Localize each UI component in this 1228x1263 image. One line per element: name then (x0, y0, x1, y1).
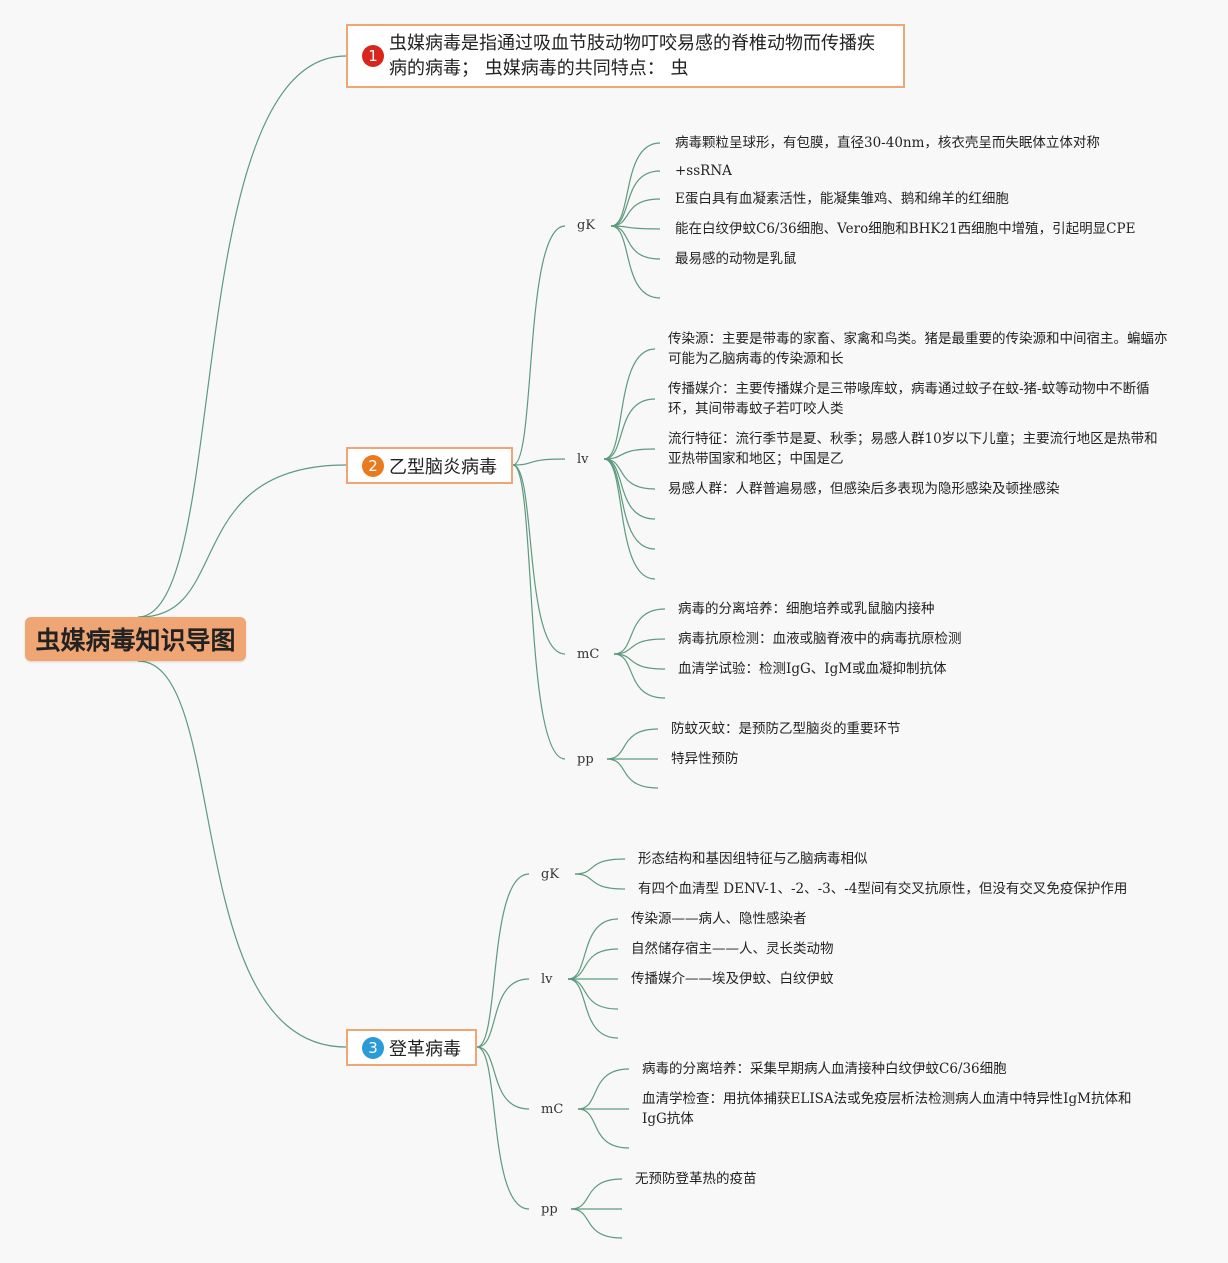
t2-mc-leaf-2[interactable]: 病毒抗原检测：血液或脑脊液中的病毒抗原检测 (678, 631, 962, 647)
root-node[interactable]: 虫媒病毒知识导图 (25, 617, 246, 661)
t2-lv-leaf-2[interactable]: 传播媒介：主要传播媒介是三带喙库蚊，病毒通过蚊子在蚊-猪-蚊等动物中不断循环，其… (668, 381, 1150, 417)
t3-pp-leaf-1[interactable]: 无预防登革热的疫苗 (635, 1171, 757, 1187)
t2-lv-node[interactable]: lv (577, 452, 589, 467)
fan-t2-gk-3 (610, 225, 661, 230)
fan-t3-mc-2 (577, 1108, 630, 1149)
fan-t2-lv-1 (603, 398, 656, 460)
t2-gk-node[interactable]: gK (577, 218, 596, 233)
badge-2-icon: 2 (362, 454, 384, 477)
link-t2-lv (512, 458, 566, 466)
t2-pp-leaf-2[interactable]: 特异性预防 (671, 751, 739, 767)
link-root-topic2 (139, 464, 347, 618)
fan-t3-lv-3 (567, 978, 619, 1010)
fan-t3-lv-0 (567, 918, 619, 980)
badge-1-icon: 1 (362, 45, 384, 67)
t2-lv-leaf-1[interactable]: 传染源：主要是带毒的家畜、家禽和鸟类。猪是最重要的传染源和中间宿主。蝙蝠亦可能为… (668, 331, 1168, 367)
fan-t3-gk-1 (574, 873, 626, 890)
fan-t2-mc-3 (613, 653, 666, 699)
t3-mc-leaf-2[interactable]: 血清学检查：用抗体捕获ELISA法或免疫层析法检测病人血清中特异性IgM抗体和I… (642, 1091, 1132, 1127)
fan-t3-pp-0 (570, 1178, 623, 1210)
topic-2-label: 乙型脑炎病毒 (389, 456, 497, 478)
t3-mc-node[interactable]: mC (541, 1102, 564, 1117)
topic-1-node[interactable]: 1 虫媒病毒是指通过吸血节肢动物叮咬易感的脊椎动物而传播疾病的病毒； 虫媒病毒的… (346, 24, 905, 88)
fan-t2-pp-0 (606, 728, 659, 760)
fan-t2-mc-0 (613, 608, 666, 655)
badge-3-icon: 3 (362, 1036, 384, 1059)
fan-t2-gk-4 (610, 225, 661, 260)
fan-t3-gk-0 (574, 858, 626, 875)
link-t3-lv (476, 978, 530, 1048)
link-t3-gk (476, 873, 530, 1048)
t2-gk-leaf-4[interactable]: 能在白纹伊蚊C6/36细胞、Vero细胞和BHK21西细胞中增殖，引起明显CPE (675, 221, 1136, 237)
fan-t2-mc-2 (613, 653, 666, 670)
link-t2-mc (512, 464, 566, 655)
topic-1-label: 虫媒病毒是指通过吸血节肢动物叮咬易感的脊椎动物而传播疾病的病毒； 虫媒病毒的共同… (389, 33, 875, 79)
t3-lv-leaf-3[interactable]: 传播媒介——埃及伊蚊、白纹伊蚊 (631, 971, 834, 987)
t2-gk-leaf-5[interactable]: 最易感的动物是乳鼠 (675, 251, 797, 267)
fan-t2-mc-1 (613, 638, 666, 655)
link-root-topic1 (137, 55, 347, 618)
t2-gk-leaf-1[interactable]: 病毒颗粒呈球形，有包膜，直径30-40nm，核衣壳呈而失眠体立体对称 (675, 135, 1100, 151)
link-t2-pp (512, 464, 566, 760)
fan-t2-gk-1 (610, 170, 661, 227)
fan-t2-gk-2 (610, 198, 661, 227)
fan-t2-gk-0 (610, 142, 661, 227)
fan-t2-pp-2 (606, 758, 659, 789)
t2-pp-leaf-1[interactable]: 防蚊灭蚊：是预防乙型脑炎的重要环节 (671, 721, 901, 737)
t3-gk-leaf-1[interactable]: 形态结构和基因组特征与乙脑病毒相似 (638, 851, 868, 867)
fan-t3-mc-0 (577, 1068, 630, 1110)
t3-gk-leaf-2[interactable]: 有四个血清型 DENV-1、-2、-3、-4型间有交叉抗原性，但没有交叉免疫保护… (638, 881, 1128, 897)
t2-mc-leaf-1[interactable]: 病毒的分离培养：细胞培养或乳鼠脑内接种 (678, 601, 935, 617)
fan-t2-lv-0 (603, 348, 656, 460)
fan-t2-gk-5 (610, 225, 661, 299)
t3-lv-node[interactable]: lv (541, 972, 553, 987)
t2-lv-leaf-4[interactable]: 易感人群：人群普遍易感，但感染后多表现为隐形感染及顿挫感染 (668, 481, 1060, 497)
link-t3-mc (476, 1046, 530, 1110)
topic-3-node[interactable]: 3 登革病毒 (346, 1029, 477, 1066)
t3-lv-leaf-2[interactable]: 自然储存宿主——人、灵长类动物 (631, 941, 834, 957)
link-root-topic3 (137, 660, 347, 1048)
t2-mc-node[interactable]: mC (577, 647, 600, 662)
t3-mc-leaf-1[interactable]: 病毒的分离培养：采集早期病人血清接种白纹伊蚊C6/36细胞 (642, 1061, 1007, 1077)
t3-gk-node[interactable]: gK (541, 867, 560, 882)
fan-t2-lv-6 (603, 458, 656, 580)
t2-mc-leaf-3[interactable]: 血清学试验：检测IgG、IgM或血凝抑制抗体 (678, 661, 947, 677)
fan-t2-lv-2 (603, 448, 656, 460)
t2-gk-leaf-2[interactable]: +ssRNA (675, 163, 732, 179)
fan-t3-pp-2 (570, 1208, 623, 1239)
t3-lv-leaf-1[interactable]: 传染源——病人、隐性感染者 (631, 911, 807, 927)
link-t2-gk (512, 225, 566, 466)
fan-t3-lv-1 (567, 948, 619, 980)
fan-t3-lv-4 (567, 978, 619, 1039)
topic-3-label: 登革病毒 (389, 1038, 461, 1060)
t2-pp-node[interactable]: pp (577, 752, 594, 767)
fan-t2-lv-3 (603, 458, 656, 490)
t2-lv-leaf-3[interactable]: 流行特征：流行季节是夏、秋季；易感人群10岁以下儿童；主要流行地区是热带和亚热带… (668, 431, 1158, 467)
t2-gk-leaf-3[interactable]: E蛋白具有血凝素活性，能凝集雏鸡、鹅和绵羊的红细胞 (675, 191, 1009, 207)
topic-2-node[interactable]: 2 乙型脑炎病毒 (346, 447, 513, 484)
t3-pp-node[interactable]: pp (541, 1202, 558, 1217)
link-t3-pp (476, 1046, 530, 1210)
